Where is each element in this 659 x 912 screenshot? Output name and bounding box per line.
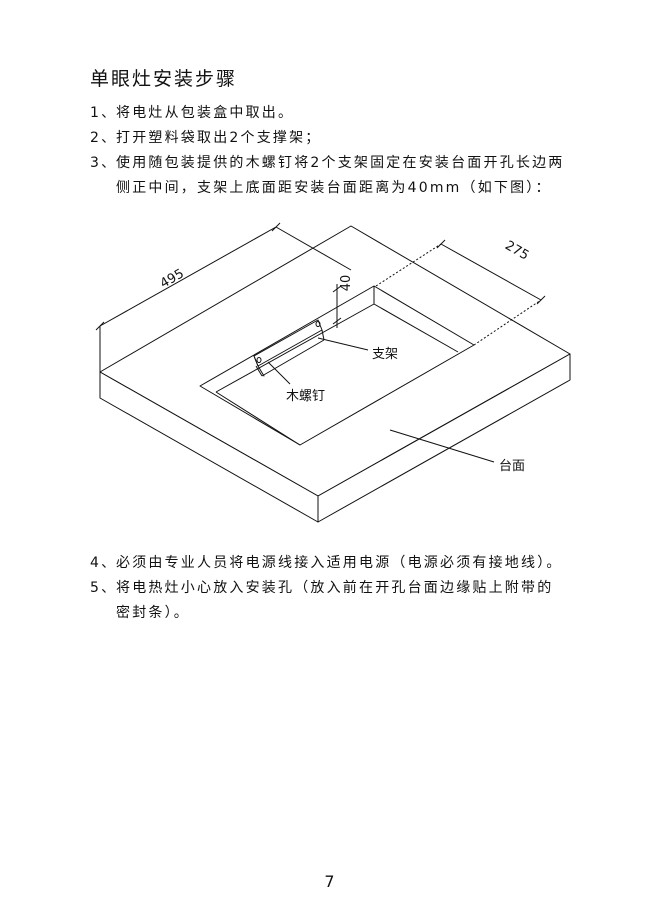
- dim-495-tick: [271, 222, 281, 232]
- step-4-number: 4、: [90, 555, 118, 571]
- step-3-text-line-1: 使用随包装提供的木螺钉将2个支架固定在安装台面开孔长边两: [116, 155, 565, 171]
- dim-275-ext: [473, 299, 542, 346]
- leader-bracket: [317, 337, 369, 351]
- step-1: 1、将电灶从包装盒中取出。: [90, 102, 294, 122]
- bracket-screw-hole: [256, 357, 262, 363]
- step-3-number: 3、: [90, 155, 118, 171]
- dim-495-line: [99, 226, 277, 327]
- bracket-edge: [261, 339, 325, 377]
- cutout-inner-edge: [373, 303, 459, 353]
- dim-275-tick: [436, 239, 446, 249]
- dim-40-tick: [332, 317, 342, 325]
- countertop-right-face: [317, 353, 571, 523]
- cutout-inner-edge: [215, 303, 375, 393]
- dim-40-tick: [332, 285, 342, 293]
- countertop-label: 台面: [499, 459, 525, 474]
- step-5-text-line-1: 将电热灶小心放入安装孔（放入前在开孔台面边缘贴上附带的: [116, 580, 554, 596]
- step-3-text-line-2: 侧正中间，支架上底面距安装台面距离为40mm（如下图）：: [116, 180, 552, 196]
- step-1-text: 将电灶从包装盒中取出。: [116, 105, 295, 121]
- step-3: 3、使用随包装提供的木螺钉将2个支架固定在安装台面开孔长边两: [90, 152, 565, 172]
- bracket-edge: [321, 329, 325, 341]
- dim-275-ext: [375, 243, 442, 287]
- page-title: 单眼灶安装步骤: [90, 68, 238, 90]
- cutout-inner-edge: [215, 391, 301, 446]
- step-5-text-line-2: 密封条）。: [116, 605, 190, 621]
- step-1-number: 1、: [90, 105, 118, 121]
- page-number: 7: [324, 872, 335, 891]
- step-2: 2、打开塑料袋取出2个支撑架；: [90, 127, 322, 147]
- dim-495-ext: [275, 226, 352, 271]
- leader-screw: [267, 361, 291, 385]
- dim-40-label: 40: [339, 275, 354, 292]
- bracket-lip: [253, 355, 265, 377]
- dim-275-label: 275: [502, 238, 531, 263]
- step-2-text: 打开塑料袋取出2个支撑架；: [116, 130, 322, 146]
- bracket-label: 支架: [372, 347, 398, 362]
- leader-countertop: [389, 429, 495, 463]
- bracket-edge: [255, 365, 263, 377]
- step-4-text: 必须由专业人员将电源线接入适用电源（电源必须有接地线）。: [116, 555, 563, 571]
- step-5-number: 5、: [90, 580, 118, 596]
- dim-495-label: 495: [158, 266, 187, 291]
- step-2-number: 2、: [90, 130, 118, 146]
- screw-label: 木螺钉: [286, 389, 325, 404]
- bracket-screw-hole: [315, 321, 321, 327]
- step-4: 4、必须由专业人员将电源线接入适用电源（电源必须有接地线）。: [90, 552, 563, 572]
- dim-275-tick: [536, 295, 546, 305]
- dim-275-line: [440, 243, 542, 301]
- dim-495-tick: [95, 321, 105, 331]
- step-5: 5、将电热灶小心放入安装孔（放入前在开孔台面边缘贴上附带的: [90, 577, 553, 597]
